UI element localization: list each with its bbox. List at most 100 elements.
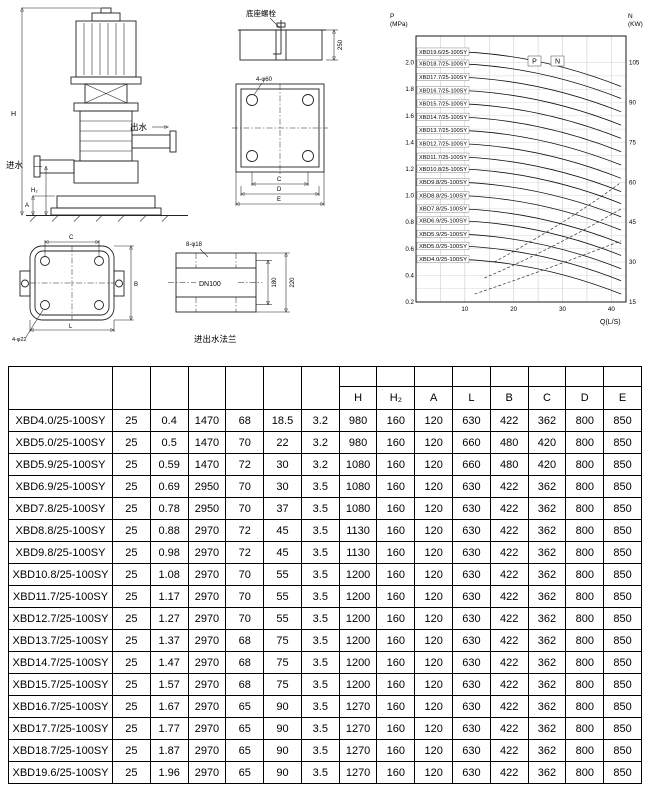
- value-cell: 800: [565, 563, 605, 586]
- value-cell: 0.59: [149, 453, 189, 476]
- value-cell: 980: [338, 409, 378, 432]
- value-cell: 0.69: [149, 475, 189, 498]
- value-cell: 3.2: [300, 431, 340, 454]
- y-axis-tick-left: 0.4: [405, 272, 414, 279]
- value-cell: 1470: [187, 453, 227, 476]
- value-cell: 480: [489, 453, 529, 476]
- value-cell: 2970: [187, 629, 227, 652]
- curve-label-box: [416, 204, 470, 213]
- value-cell: 2950: [187, 497, 227, 520]
- value-cell: 362: [527, 673, 567, 696]
- value-cell: 800: [565, 409, 605, 432]
- value-cell: 630: [452, 409, 491, 432]
- curve-label-box: [416, 229, 470, 238]
- header-cell-blank: [225, 366, 265, 410]
- value-cell: 25: [112, 607, 151, 630]
- value-cell: 160: [376, 717, 416, 740]
- value-cell: 75: [263, 629, 302, 652]
- value-cell: 660: [452, 453, 491, 476]
- header-cell-blank: [300, 366, 340, 410]
- left-axis-title-unit: (MPa): [390, 21, 408, 28]
- model-cell: XBD14.7/25-100SY: [8, 651, 113, 674]
- value-cell: 1.17: [149, 585, 189, 608]
- inlet-label: 进水: [6, 160, 24, 170]
- curve-label-box: [416, 216, 470, 225]
- x-axis-tick: 30: [559, 306, 566, 313]
- value-cell: 75: [263, 673, 302, 696]
- pump-curve: [425, 208, 622, 244]
- pump-curve: [425, 156, 622, 192]
- y-axis-tick-left: 1.8: [405, 86, 414, 93]
- value-cell: 160: [376, 563, 416, 586]
- dim-d-label: D: [277, 187, 282, 193]
- value-cell: 850: [603, 761, 642, 784]
- value-cell: 160: [376, 409, 416, 432]
- value-cell: 850: [603, 695, 642, 718]
- value-cell: 160: [376, 541, 416, 564]
- value-cell: 362: [527, 475, 567, 498]
- value-cell: 630: [452, 673, 491, 696]
- value-cell: 90: [263, 761, 302, 784]
- value-cell: 1130: [338, 519, 378, 542]
- value-cell: 850: [603, 409, 642, 432]
- value-cell: 422: [489, 673, 529, 696]
- value-cell: 68: [225, 629, 265, 652]
- value-cell: 800: [565, 497, 605, 520]
- header-cell-dim: H₂: [376, 386, 416, 410]
- y-axis-tick-left: 0.2: [405, 299, 414, 306]
- value-cell: 25: [112, 475, 151, 498]
- value-cell: 3.5: [300, 651, 340, 674]
- value-cell: 420: [527, 453, 567, 476]
- value-cell: 1.77: [149, 717, 189, 740]
- curve-label-box: [416, 164, 470, 173]
- value-cell: 2970: [187, 519, 227, 542]
- value-cell: 2970: [187, 695, 227, 718]
- header-cell-blank: [112, 366, 151, 410]
- flange-drawing: 8-φ18 DN100 180 220: [168, 242, 296, 344]
- value-cell: 45: [263, 541, 302, 564]
- value-cell: 65: [225, 717, 265, 740]
- dim-e-label: E: [277, 197, 281, 203]
- value-cell: 800: [565, 519, 605, 542]
- value-cell: 1200: [338, 629, 378, 652]
- pump-plan-drawing: C B L 4-φ22: [12, 235, 138, 343]
- top-section: 出水 进水 H H₂ A 底座螺栓: [0, 0, 650, 364]
- value-cell: 30: [263, 453, 302, 476]
- flange-dim-180-label: 180: [272, 277, 278, 288]
- value-cell: 160: [376, 651, 416, 674]
- value-cell: 800: [565, 695, 605, 718]
- value-cell: 160: [376, 607, 416, 630]
- value-cell: 3.5: [300, 563, 340, 586]
- value-cell: 25: [112, 761, 151, 784]
- curve-label-box: [416, 126, 470, 135]
- model-cell: XBD7.8/25-100SY: [8, 497, 113, 520]
- value-cell: 362: [527, 717, 567, 740]
- outlet-label: 出水: [130, 122, 148, 132]
- value-cell: 25: [112, 629, 151, 652]
- header-cell-dim: D: [565, 386, 605, 410]
- value-cell: 422: [489, 409, 529, 432]
- value-cell: 1080: [338, 497, 378, 520]
- value-cell: 120: [414, 519, 454, 542]
- value-cell: 800: [565, 585, 605, 608]
- header-cell-blank: [527, 366, 567, 387]
- value-cell: 630: [452, 519, 491, 542]
- value-cell: 422: [489, 651, 529, 674]
- value-cell: 25: [112, 563, 151, 586]
- curve-label: XBD17.7/25-100SY: [419, 75, 468, 81]
- value-cell: 660: [452, 431, 491, 454]
- value-cell: 72: [225, 541, 265, 564]
- inner-label: N: [555, 59, 560, 66]
- value-cell: 90: [263, 739, 302, 762]
- left-axis-title: P: [390, 13, 394, 20]
- dim-c-label: C: [277, 177, 282, 183]
- curve-label: XBD11.7/25-100SY: [419, 155, 468, 161]
- value-cell: 422: [489, 563, 529, 586]
